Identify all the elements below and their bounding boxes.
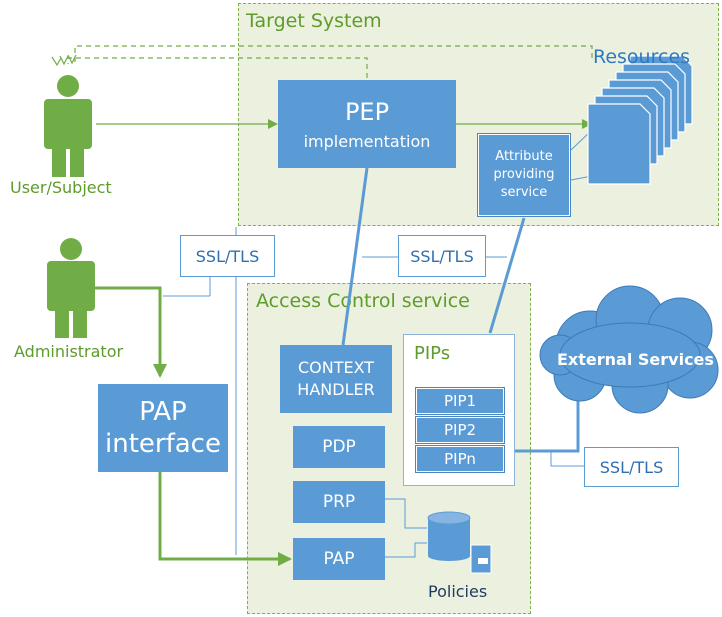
dashed-return-line xyxy=(67,57,368,78)
pep-to-context-handler-link xyxy=(341,167,369,346)
resources-label: Resources xyxy=(593,46,691,68)
pip-item: PIP2 xyxy=(415,416,505,444)
external-services-cloud-icon xyxy=(539,285,719,414)
pip-item: PIPn xyxy=(415,445,505,473)
pep-subtitle: implementation xyxy=(303,131,431,151)
resources-stack-icon xyxy=(587,55,693,185)
user-figure-icon xyxy=(44,75,92,177)
context-handler-line2: HANDLER xyxy=(297,380,375,399)
admin-label: Administrator xyxy=(14,342,124,361)
admin-figure-icon xyxy=(47,238,95,338)
pips-title: PIPs xyxy=(414,343,451,364)
pip-item: PIP1 xyxy=(415,387,505,415)
prp-box: PRP xyxy=(293,481,385,523)
pep-box: PEP implementation xyxy=(278,80,456,168)
pip-to-external-link xyxy=(514,388,580,453)
target-system-title: Target System xyxy=(246,10,382,32)
attribute-service-line2: providing xyxy=(493,167,555,182)
attribute-service-line3: service xyxy=(500,185,548,200)
policies-file-icon xyxy=(470,544,492,574)
user-label: User/Subject xyxy=(10,178,112,197)
pap-interface-line2: interface xyxy=(105,429,221,459)
pap-interface-line1: PAP xyxy=(139,397,187,427)
dashed-return-line xyxy=(74,45,593,62)
pap-interface-to-pap-arrow xyxy=(158,472,292,566)
pdp-box: PDP xyxy=(293,426,385,468)
external-services-label: External Services xyxy=(557,350,714,369)
pap-box: PAP xyxy=(293,538,385,580)
ssl-tls-box: SSL/TLS xyxy=(398,235,486,277)
pep-title: PEP xyxy=(344,97,390,126)
policies-label: Policies xyxy=(428,582,488,601)
ssl-tls-box: SSL/TLS xyxy=(180,235,275,277)
attribute-service-line1: Attribute xyxy=(495,149,553,164)
pap-interface-box: PAP interface xyxy=(98,384,228,472)
context-handler-box: CONTEXT HANDLER xyxy=(280,345,392,413)
context-handler-line1: CONTEXT xyxy=(297,358,375,377)
attribute-service-box: Attribute providing service xyxy=(477,133,571,217)
policies-database-icon xyxy=(427,511,471,561)
attribute-service-to-pips-link xyxy=(488,217,526,334)
ssl-tls-box: SSL/TLS xyxy=(584,447,679,487)
access-control-title: Access Control service xyxy=(256,290,470,312)
admin-to-pap-interface-arrow xyxy=(95,286,167,378)
